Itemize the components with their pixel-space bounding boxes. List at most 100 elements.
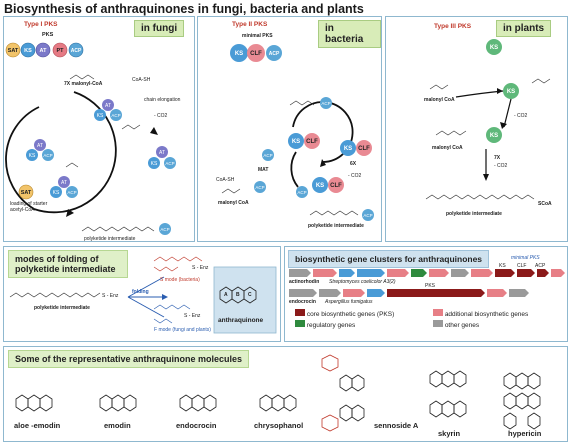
svg-text:ACP: ACP: [160, 227, 169, 232]
actinorhodin-label: actinorhodin: [289, 279, 320, 285]
sat-domain-icon: [5, 42, 21, 58]
sennoside-a-structure: [321, 354, 365, 432]
bacteria-panel: Type II PKS in bacteria minimal PKS KS C…: [197, 16, 382, 242]
hypericin-structure: [503, 372, 541, 430]
svg-text:SAT: SAT: [21, 190, 32, 196]
svg-text:ACP: ACP: [363, 213, 372, 218]
acp-domain-icon: [68, 42, 84, 58]
svg-text:ACP: ACP: [67, 190, 76, 195]
fungi-co2-label: - CO2: [154, 113, 168, 119]
svg-text:KS: KS: [235, 51, 243, 57]
pt-domain-icon: [52, 42, 68, 58]
svg-text:ACP: ACP: [255, 185, 264, 190]
folding-s-enz-label-1: S - Enz: [102, 293, 119, 299]
legend-label-additional: additional biosynthetic genes: [444, 311, 529, 318]
svg-text:KS: KS: [97, 113, 104, 119]
fungi-pks-type: Type I PKS: [24, 21, 58, 28]
svg-text:KS: KS: [316, 183, 324, 189]
legend-swatch-additional: [433, 309, 443, 316]
folding-s-mode-label: S mode (bacteria): [160, 277, 200, 283]
fungi-loading-label: loading of starter acetyl-CoA: [10, 201, 48, 213]
aloe-emodin-structure: [15, 394, 53, 412]
bacteria-mat-label: MAT: [258, 167, 269, 173]
svg-text:ACP: ACP: [321, 101, 330, 106]
svg-text:AT: AT: [61, 180, 67, 186]
plant-ks-icon: [486, 39, 502, 55]
legend-item-other: other genes: [433, 320, 479, 329]
bacteria-malonyl-label: malonyl CoA: [218, 200, 249, 206]
anthraquinone-structure: [219, 286, 257, 304]
actinorhodin-cluster: [289, 269, 565, 297]
ks-domain-icon: [230, 44, 248, 62]
bacteria-polyketide-label: polyketide intermediate: [308, 223, 364, 229]
fungi-cycle-diagram: SAT KS AT PT ACP AT KS ACP AT KS ACP AT …: [5, 42, 176, 235]
svg-text:CLF: CLF: [306, 139, 318, 145]
svg-text:CLF: CLF: [250, 51, 262, 57]
fungi-tag: in fungi: [134, 20, 185, 37]
folding-header-line1: modes of folding of: [15, 254, 99, 264]
f-mode-structure: [153, 304, 191, 324]
svg-text:KS: KS: [490, 133, 498, 139]
s-mode-structure: [153, 256, 203, 272]
plants-polyketide-label: polyketide intermediate: [446, 211, 502, 217]
molecule-label-hypericin: hypericin: [508, 429, 542, 438]
molecule-label-sennoside-a: sennoside A: [374, 421, 419, 430]
acp-domain-icon: [266, 45, 282, 61]
bacteria-co2-label: - CO2: [348, 173, 362, 179]
bottom-complex: KS CLF: [312, 177, 344, 193]
fungi-pks-label: PKS: [42, 32, 54, 38]
svg-text:KS: KS: [344, 146, 352, 152]
bacteria-cycle-diagram: KS CLF ACP KS CLF KS CLF KS CLF ACP ACP …: [221, 44, 374, 221]
organism1-label: Streptomyces coelicolor A3(2): [329, 279, 396, 285]
svg-text:AT: AT: [40, 48, 48, 54]
fungi-coash-label: CoA-SH: [132, 77, 151, 83]
ring-b-label: B: [236, 292, 240, 298]
svg-text:KS: KS: [24, 48, 32, 54]
at-domain-icon: [35, 42, 51, 58]
emodin-structure: [99, 394, 137, 412]
ring-c-label: C: [248, 292, 252, 298]
svg-text:KS: KS: [53, 190, 60, 196]
svg-text:ACP: ACP: [165, 161, 174, 166]
legend-item-core: core biosynthetic genes (PKS): [295, 309, 394, 318]
svg-text:PT: PT: [56, 48, 64, 54]
skyrin-structure: [429, 370, 467, 418]
endocrocin-genes: [289, 289, 529, 297]
loading-complex: AT KS ACP: [50, 176, 78, 198]
bacteria-tag: in bacteria: [318, 20, 381, 48]
molecule-structures: [15, 354, 541, 432]
plants-pathway-diagram: KS KS KS: [425, 39, 551, 200]
legend-swatch-regulatory: [295, 320, 305, 327]
fungi-chain-elongation: chain elongation: [144, 97, 181, 103]
svg-text:SAT: SAT: [8, 48, 19, 54]
svg-text:AT: AT: [159, 150, 165, 156]
plants-scoa-label: SCoA: [538, 201, 552, 207]
legend-label-other: other genes: [444, 322, 480, 329]
svg-text:ACP: ACP: [71, 48, 82, 54]
legend-label-core: core biosynthetic genes (PKS): [306, 311, 395, 318]
cluster-acp-label: ACP: [535, 263, 546, 269]
folding-panel: modes of folding of polyketide intermedi…: [3, 246, 281, 342]
bacteria-6x-label: 6X: [350, 161, 357, 167]
ring-a-label: A: [224, 292, 228, 298]
legend-label-regulatory: regulatory genes: [306, 322, 356, 329]
plants-malonyl-label-2: malonyl CoA: [432, 145, 463, 151]
folding-header: modes of folding of polyketide intermedi…: [8, 250, 128, 278]
svg-text:ACP: ACP: [263, 153, 272, 158]
svg-text:KS: KS: [292, 139, 300, 145]
svg-text:AT: AT: [105, 103, 111, 109]
endocrocin-label: endocrocin: [289, 299, 316, 305]
legend-swatch-other: [433, 320, 443, 327]
legend-item-additional: additional biosynthetic genes: [433, 309, 528, 318]
svg-text:ACP: ACP: [111, 113, 120, 118]
folding-s-enz-label-2: S - Enz: [192, 265, 209, 271]
svg-text:ACP: ACP: [269, 51, 280, 57]
clusters-minimal-pks: minimal PKS: [511, 255, 540, 261]
chrysophanol-structure: [259, 394, 297, 412]
molecule-label-chrysophanol: chrysophanol: [254, 421, 304, 430]
plants-tag: in plants: [496, 20, 552, 37]
svg-text:ACP: ACP: [297, 190, 306, 195]
right-complex: AT KS ACP: [148, 146, 176, 169]
svg-text:CLF: CLF: [330, 183, 342, 189]
molecule-label-skyrin: skyrin: [438, 429, 461, 438]
